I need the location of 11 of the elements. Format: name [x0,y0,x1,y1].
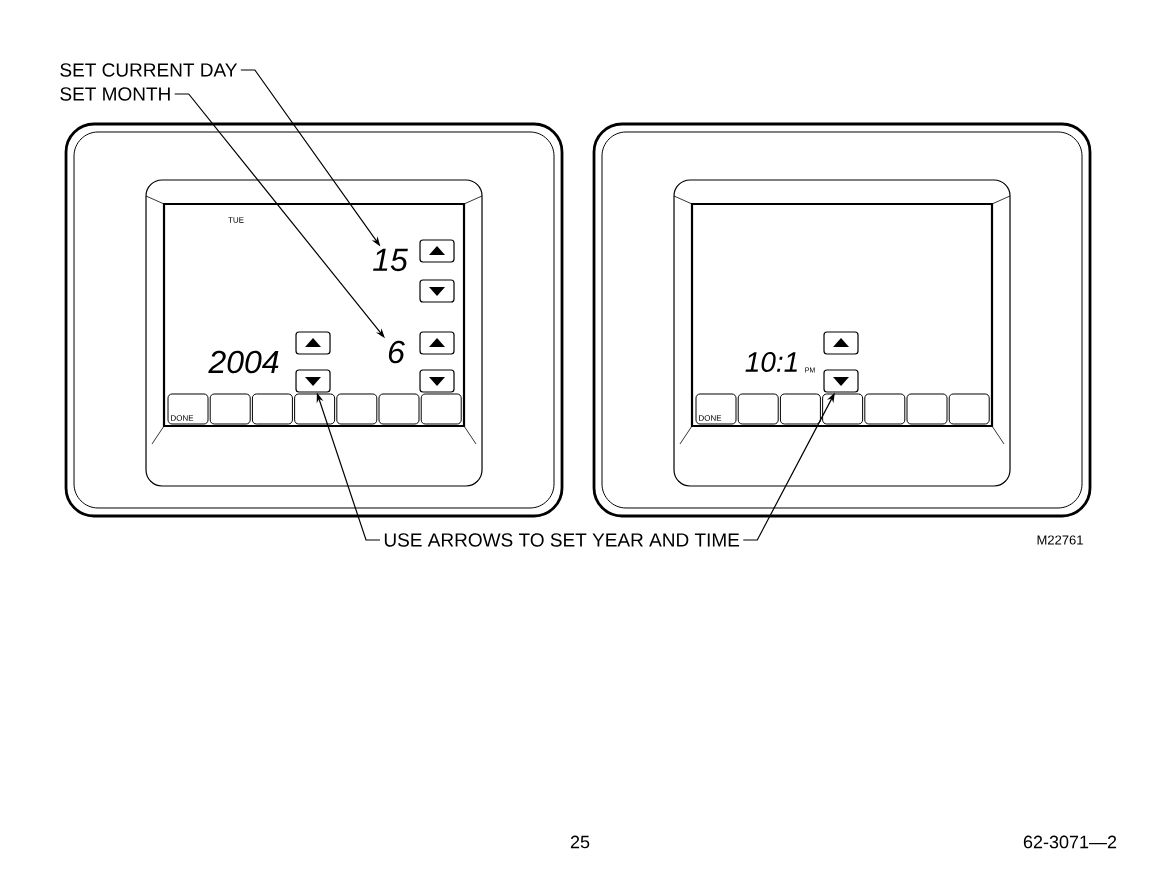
callout-text: SET MONTH [60,87,170,101]
display-digits: 10:1 [745,352,797,372]
display-digits: 2004 [208,350,279,374]
callout-text: SET CURRENT DAY [60,63,238,77]
display-digits: 6 [388,340,405,364]
down-button [295,369,331,393]
callout-text: USE ARROWS TO SET YEAR AND TIME [384,533,740,547]
down-button [823,369,859,393]
page-number: 25 [570,835,590,849]
display-digits: 15 [373,248,408,272]
document-number: 62-3071—2 [1023,835,1117,849]
